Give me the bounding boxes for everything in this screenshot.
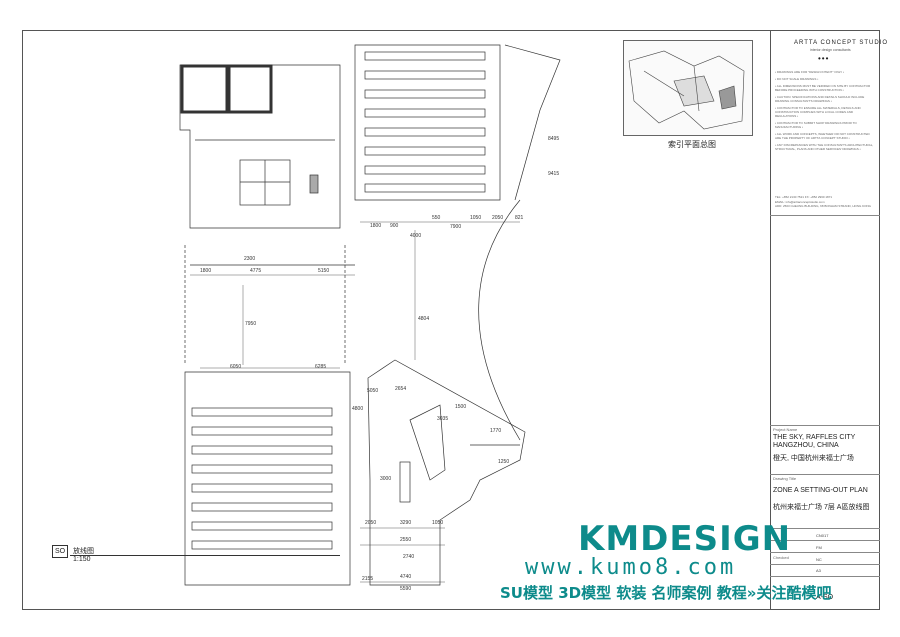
classroom-bottom-desks bbox=[191, 407, 333, 550]
drawing-number: A-SO bbox=[816, 594, 834, 601]
dim-2300: 2300 bbox=[244, 256, 255, 262]
dim-5590: 5590 bbox=[400, 586, 411, 592]
studio-logo: ARTTA CONCEPT STUDIO bbox=[794, 40, 889, 46]
dim-4804: 4804 bbox=[418, 316, 429, 322]
title-block bbox=[770, 30, 880, 610]
divider bbox=[770, 564, 880, 565]
dim-1800b: 1800 bbox=[370, 223, 381, 229]
classroom-top-desks bbox=[364, 51, 486, 193]
drawing-name-cn: 放线图 bbox=[73, 548, 94, 555]
classroom-bottom-outline bbox=[184, 371, 351, 586]
watermark-tagline: SU模型 3D模型 软装 名师案例 教程»关注酷模吧 bbox=[500, 584, 832, 602]
address-line: TEL: +852 2130 7521 FX: +852 2960 1871 bbox=[775, 195, 833, 199]
dim-2550: 2550 bbox=[400, 537, 411, 543]
dim-1050: 1050 bbox=[470, 215, 481, 221]
dim-3000: 3000 bbox=[380, 476, 391, 482]
divider bbox=[770, 576, 880, 577]
zone-a-fixture bbox=[399, 461, 411, 503]
address-line: ADD: 2503 CHEUNG BUILDING, 68 BONHAM STR… bbox=[775, 204, 872, 208]
divider bbox=[770, 528, 880, 529]
dim-550: 550 bbox=[432, 215, 441, 221]
watermark-url: www.kumo8.com bbox=[525, 555, 737, 580]
studio-logo-sub: interior design consultants bbox=[810, 48, 851, 52]
general-notes: • DRAWINGS ARE FOR "DESIGN INTENT" ONLY … bbox=[775, 70, 875, 154]
zone-a-outline bbox=[367, 359, 526, 586]
divider bbox=[770, 474, 880, 475]
elevator-core-left bbox=[180, 64, 229, 114]
sheet-frame bbox=[22, 30, 880, 610]
office-outline bbox=[179, 64, 341, 229]
dim-6050: 6050 bbox=[230, 364, 241, 370]
dim-2740: 2740 bbox=[403, 554, 414, 560]
dim-1500: 1500 bbox=[455, 404, 466, 410]
note-item: • ANY DISCREPANCIES WITH THE CONSULTANT'… bbox=[775, 143, 874, 151]
note-item: • DO NOT SCALE DRAWINGS • bbox=[775, 77, 819, 81]
dim-4775: 4775 bbox=[250, 268, 261, 274]
elevator-core-right bbox=[227, 64, 273, 114]
studio-dots: ••• bbox=[818, 54, 830, 63]
dim-5050: 5050 bbox=[367, 388, 378, 394]
dim-7900: 7900 bbox=[450, 224, 461, 230]
classroom-top-outline bbox=[354, 44, 501, 201]
dim-9415: 9415 bbox=[548, 171, 559, 177]
zone-a-counter bbox=[409, 404, 446, 481]
project-name-en: THE SKY, RAFFLES CITY HANGZHOU, CHINA bbox=[773, 434, 856, 449]
drawing-title-label: Drawing Title bbox=[773, 476, 797, 481]
meta-value: A3 bbox=[816, 568, 821, 573]
dim-4000: 4000 bbox=[410, 233, 421, 239]
note-item: • CAUTION: SPECIFICATIONS AND DETAILS SH… bbox=[775, 95, 865, 103]
meta-value: NC bbox=[816, 557, 822, 562]
dim-7950: 7950 bbox=[245, 321, 256, 327]
dim-821: 821 bbox=[515, 215, 524, 221]
dim-1800: 1800 bbox=[200, 268, 211, 274]
key-plan-drawing bbox=[628, 50, 745, 130]
divider bbox=[770, 540, 880, 541]
dim-6285: 6285 bbox=[315, 364, 326, 370]
key-plan-inset bbox=[623, 40, 753, 136]
meta-value: CN017 bbox=[816, 533, 829, 538]
dim-1770: 1770 bbox=[490, 428, 501, 434]
divider bbox=[770, 552, 880, 553]
note-item: • CONTRACTOR TO ENSURE ALL MATERIALS, DE… bbox=[775, 106, 861, 118]
project-label: Project Name bbox=[773, 427, 798, 432]
office-column bbox=[309, 174, 319, 194]
studio-address: TEL: +852 2130 7521 FX: +852 2960 1871 E… bbox=[775, 195, 875, 209]
drawing-label-underline bbox=[70, 555, 340, 556]
address-line: EMAIL: info@arttaconceptstudio.com bbox=[775, 199, 825, 204]
curve-main bbox=[478, 199, 521, 441]
dim-2050b: 2050 bbox=[365, 520, 376, 526]
dim-3290: 3290 bbox=[400, 520, 411, 526]
divider bbox=[770, 425, 880, 426]
dim-8495: 8495 bbox=[548, 136, 559, 142]
meta-label: Checked bbox=[773, 555, 789, 560]
dim-2050: 2050 bbox=[492, 215, 503, 221]
dim-1050b: 1050 bbox=[432, 520, 443, 526]
drawing-title-cn: 杭州来福士广场 7层 A區放线图 bbox=[773, 504, 870, 511]
dim-2155: 2155 bbox=[362, 576, 373, 582]
note-item: • ALL WORK AND CONCEPTS, WHETHER OR NOT … bbox=[775, 132, 870, 140]
drawing-code: SO bbox=[52, 545, 68, 558]
dim-1250: 1250 bbox=[498, 459, 509, 465]
curved-wall-top bbox=[504, 44, 561, 201]
project-name-cn: 橙天, 中国杭州来福士广场 bbox=[773, 455, 854, 462]
dim-4740: 4740 bbox=[400, 574, 411, 580]
meta-value: FM bbox=[816, 545, 822, 550]
note-item: • ALL DIMENSIONS MUST BE VERIFIED ON SIT… bbox=[775, 84, 871, 92]
note-item: • CONTRACTOR TO SUBMIT SHOP DRAWINGS PRI… bbox=[775, 121, 857, 129]
drawing-title-en: ZONE A SETTING-OUT PLAN bbox=[773, 487, 868, 494]
divider bbox=[770, 215, 880, 216]
drawing-scale: 1:150 bbox=[73, 556, 91, 563]
key-plan-title: 索引平面总图 bbox=[668, 140, 716, 149]
watermark-logo: KMDESIGN bbox=[578, 519, 792, 559]
dim-5150: 5150 bbox=[318, 268, 329, 274]
dim-4800: 4800 bbox=[352, 406, 363, 412]
dim-900: 900 bbox=[390, 223, 399, 229]
dim-2654: 2654 bbox=[395, 386, 406, 392]
note-item: • DRAWINGS ARE FOR "DESIGN INTENT" ONLY … bbox=[775, 70, 845, 74]
dim-3035: 3035 bbox=[437, 416, 448, 422]
